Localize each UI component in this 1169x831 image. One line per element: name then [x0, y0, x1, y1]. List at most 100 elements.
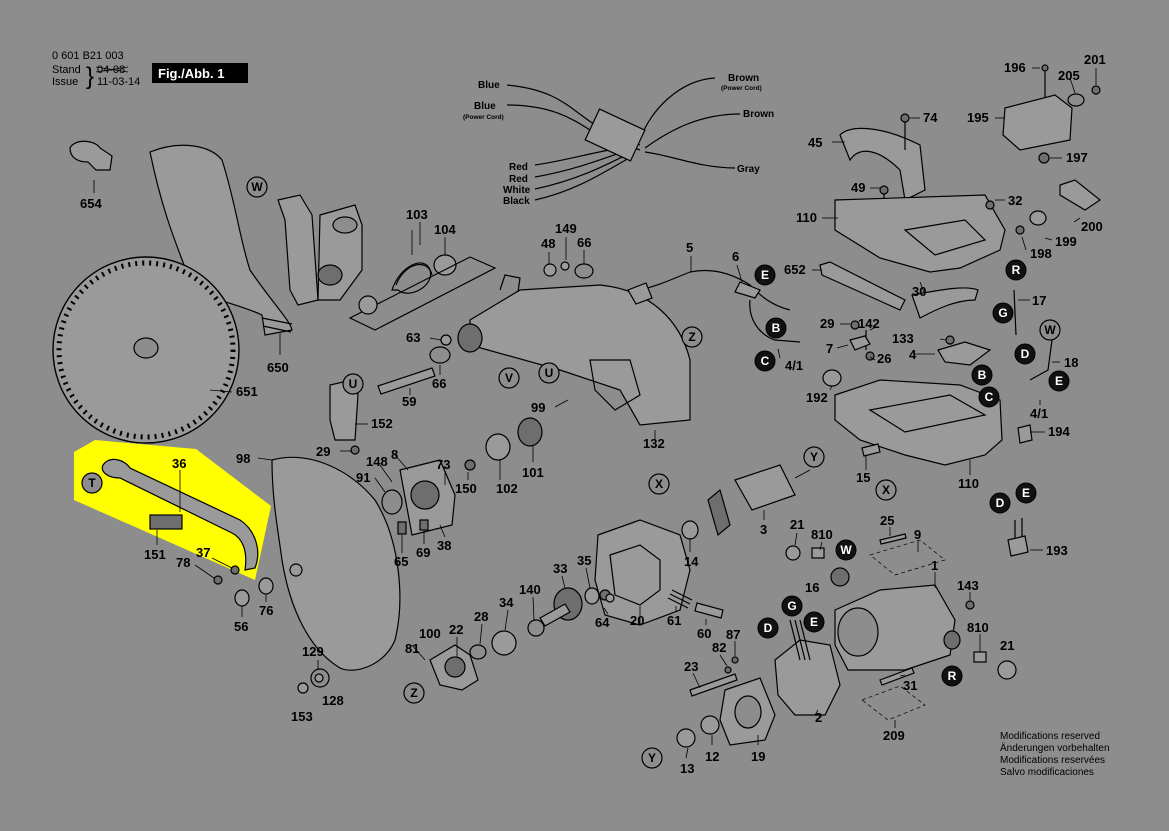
leader-lines — [93, 67, 1097, 759]
part-label-101: 101 — [522, 465, 544, 480]
callout-y-2: Y — [641, 747, 663, 769]
part-label-4-1-b: 4/1 — [1030, 406, 1048, 421]
part-label-35: 35 — [577, 553, 591, 568]
part-label-9: 9 — [914, 527, 921, 542]
part-label-151: 151 — [144, 547, 166, 562]
callout-c-1: C — [754, 350, 776, 372]
callout-x-2: X — [875, 479, 897, 501]
part-label-61: 61 — [667, 613, 681, 628]
wire-red-1: Red — [509, 162, 528, 173]
letter-callouts: W Z V U U T X Y X Z Y W G E D R E B C R … — [81, 176, 1070, 769]
callout-c-2: C — [978, 386, 1000, 408]
part-label-104: 104 — [434, 222, 456, 237]
svg-text:E: E — [1022, 486, 1030, 500]
part-label-25: 25 — [880, 513, 894, 528]
part-label-38: 38 — [437, 538, 451, 553]
part-label-143: 143 — [957, 578, 979, 593]
part-label-196: 196 — [1004, 60, 1026, 75]
part-label-56: 56 — [234, 619, 248, 634]
part-label-36: 36 — [172, 456, 186, 471]
part-label-98: 98 — [236, 451, 250, 466]
issue-label: Issue — [52, 76, 78, 88]
part-label-66-a: 66 — [577, 235, 591, 250]
part-label-17: 17 — [1032, 293, 1046, 308]
callout-e-3: E — [1048, 370, 1070, 392]
svg-text:U: U — [545, 366, 554, 380]
svg-text:T: T — [88, 476, 96, 490]
part-label-3: 3 — [760, 522, 767, 537]
part-label-87: 87 — [726, 627, 740, 642]
part-label-102: 102 — [496, 481, 518, 496]
part-label-18: 18 — [1064, 355, 1078, 370]
callout-y-1: Y — [803, 446, 825, 468]
part-label-34: 34 — [499, 595, 514, 610]
part-label-28: 28 — [474, 609, 488, 624]
part-label-63: 63 — [406, 330, 420, 345]
modifications-notice: Modifications reserved Änderungen vorbeh… — [1000, 731, 1110, 778]
callout-x-1: X — [648, 473, 670, 495]
part-label-21-b: 21 — [1000, 638, 1014, 653]
part-label-32: 32 — [1008, 193, 1022, 208]
svg-text:W: W — [840, 543, 852, 557]
part-label-198: 198 — [1030, 246, 1052, 261]
callout-z-2: Z — [403, 682, 425, 704]
svg-text:W: W — [1044, 323, 1056, 337]
svg-text:B: B — [772, 321, 781, 335]
callout-w-2: W — [835, 539, 857, 561]
part-label-152: 152 — [371, 416, 393, 431]
part-label-29-a: 29 — [316, 444, 330, 459]
wire-black: Black — [503, 196, 530, 207]
callout-u-2: U — [342, 373, 364, 395]
part-label-91: 91 — [356, 470, 370, 485]
callout-b-1: B — [765, 317, 787, 339]
part-label-26: 26 — [877, 351, 891, 366]
part-label-23: 23 — [684, 659, 698, 674]
part-label-65: 65 — [394, 554, 408, 569]
mods-fr: Modifications reservées — [1000, 755, 1105, 766]
svg-text:Y: Y — [810, 450, 818, 464]
part-label-66-b: 66 — [432, 376, 446, 391]
part-label-22: 22 — [449, 622, 463, 637]
callout-r-2: R — [1005, 259, 1027, 281]
part-label-81: 81 — [405, 641, 419, 656]
part-label-15: 15 — [856, 470, 870, 485]
callout-u-1: U — [538, 362, 560, 384]
callout-e-1: E — [803, 611, 825, 633]
part-label-29-b: 29 — [820, 316, 834, 331]
part-label-651: 651 — [236, 384, 258, 399]
part-label-4-1-a: 4/1 — [785, 358, 803, 373]
callout-r-1: R — [941, 665, 963, 687]
part-label-73: 73 — [436, 457, 450, 472]
part-numbers: 654 650 651 103 104 48 149 66 5 6 63 66 … — [80, 52, 1106, 776]
svg-text:V: V — [505, 371, 513, 385]
part-label-13: 13 — [680, 761, 694, 776]
part-label-201: 201 — [1084, 52, 1106, 67]
svg-text:W: W — [251, 180, 263, 194]
part-label-21-a: 21 — [790, 517, 804, 532]
wire-blue-power: Blue — [474, 101, 496, 112]
part-label-142: 142 — [858, 316, 880, 331]
part-label-197: 197 — [1066, 150, 1088, 165]
figure-label-box — [152, 63, 248, 83]
part-label-59: 59 — [402, 394, 416, 409]
svg-text:X: X — [655, 477, 663, 491]
part-label-100: 100 — [419, 626, 441, 641]
svg-text:E: E — [810, 615, 818, 629]
part-label-4-a: 4 — [909, 347, 917, 362]
svg-text:Y: Y — [648, 751, 656, 765]
part-label-31: 31 — [903, 678, 917, 693]
figure-label: Fig./Abb. 1 — [158, 66, 224, 81]
part-label-2: 2 — [815, 710, 822, 725]
callout-d-3: D — [989, 492, 1011, 514]
part-label-205: 205 — [1058, 68, 1080, 83]
part-label-48: 48 — [541, 236, 555, 251]
header-block: 0 601 B21 003 Stand Issue } 04-08 11-03-… — [52, 50, 248, 90]
callout-g-2: G — [992, 302, 1014, 324]
part-label-209: 209 — [883, 728, 905, 743]
mods-en: Modifications reserved — [1000, 731, 1100, 742]
part-number: 0 601 B21 003 — [52, 50, 124, 62]
callout-t: T — [81, 472, 103, 494]
callout-d-2: D — [1014, 343, 1036, 365]
mods-de: Änderungen vorbehalten — [1000, 742, 1110, 754]
part-label-150: 150 — [455, 481, 477, 496]
